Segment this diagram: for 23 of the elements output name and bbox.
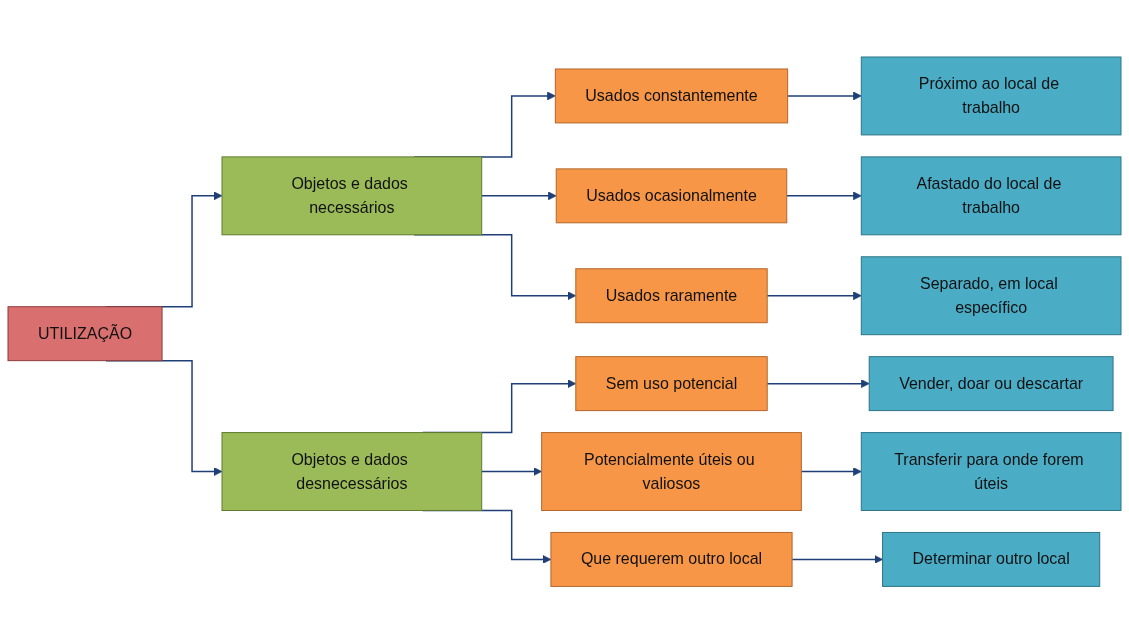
arrow — [786, 191, 862, 201]
node-box: Usados ocasionalmente — [555, 168, 788, 224]
node-box: Transferir para onde forem úteis — [860, 432, 1122, 512]
node-box: Objetos e dados desnecessários — [221, 432, 483, 512]
node-box: Usados constantemente — [554, 68, 789, 124]
node-box: Separado, em local específico — [860, 256, 1122, 336]
node-box: Sem uso potencial — [575, 356, 768, 412]
arrow — [786, 91, 862, 101]
arrow — [480, 191, 557, 201]
arrow — [766, 379, 870, 389]
node-box: Objetos e dados necessários — [221, 156, 483, 236]
node-box: UTILIZAÇÃO — [7, 306, 163, 362]
arrow — [800, 467, 862, 477]
arrow — [480, 467, 543, 477]
node-box: Próximo ao local de trabalho — [860, 56, 1122, 136]
node-box: Potencialmente úteis ou valiosos — [541, 432, 802, 512]
node-box: Que requerem outro local — [550, 532, 793, 588]
node-box: Determinar outro local — [882, 532, 1101, 588]
node-box: Afastado do local de trabalho — [860, 156, 1122, 236]
node-box: Usados raramente — [575, 268, 768, 324]
arrow — [766, 291, 862, 301]
arrow — [791, 555, 883, 565]
node-box: Vender, doar ou descartar — [868, 356, 1114, 412]
